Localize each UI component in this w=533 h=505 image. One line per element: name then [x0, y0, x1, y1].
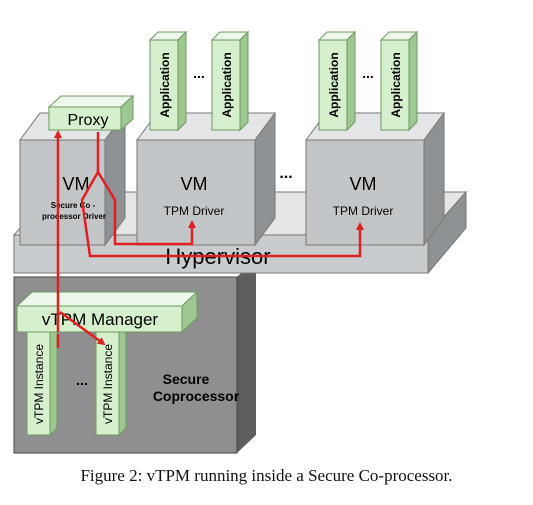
vm-ellipsis: ...	[279, 165, 292, 182]
secure-coprocessor-label-1: Secure	[163, 371, 210, 387]
application-3: Application	[317, 30, 357, 132]
vm-label-1: VM	[63, 174, 90, 194]
architecture-diagram: Secure Coprocessor Hypervisor VM Secure …	[12, 30, 468, 454]
arrow-proxy-to-tpm-driver-3	[80, 171, 364, 258]
vm-box-2: VM TPM Driver	[136, 111, 276, 247]
tpm-driver-label-2: TPM Driver	[164, 204, 225, 218]
vtpm-instance-1: vTPM Instance	[26, 323, 58, 437]
figure-caption: Figure 2: vTPM running inside a Secure C…	[80, 466, 453, 485]
tpm-driver-label-3: TPM Driver	[333, 204, 394, 218]
vtpm-manager: vTPM Manager	[15, 290, 199, 334]
proxy-label: Proxy	[68, 112, 109, 129]
application-label-3: Application	[327, 52, 341, 117]
vtpm-instance-label-1: vTPM Instance	[32, 344, 46, 424]
vm-box-1: VM Secure Co - processor Driver	[19, 111, 126, 247]
proxy-box: Proxy	[47, 94, 135, 132]
vtpm-instance-label-2: vTPM Instance	[101, 344, 115, 424]
application-label-4: Application	[389, 52, 403, 117]
vtpm-instance-2: vTPM Instance	[95, 323, 127, 437]
vm-label-3: VM	[350, 174, 377, 194]
arrow-manager-to-instance-2	[59, 310, 106, 346]
vtpm-instance-ellipsis: ...	[76, 372, 88, 388]
arrow-proxy-to-tpm-driver-2	[96, 132, 196, 246]
communication-arrows	[54, 130, 364, 348]
application-ellipsis-2: ...	[362, 65, 374, 81]
application-ellipsis-1: ...	[193, 65, 205, 81]
application-label-1: Application	[158, 52, 172, 117]
vm-label-2: VM	[181, 174, 208, 194]
vm-box-3: VM TPM Driver	[305, 111, 445, 247]
application-label-2: Application	[220, 52, 234, 117]
secure-coprocessor-label-2: Coprocessor	[153, 388, 240, 404]
application-1: Application	[148, 30, 188, 132]
vtpm-manager-label: vTPM Manager	[42, 310, 159, 329]
secure-coprocessor-driver-label-2: processor Driver	[42, 212, 106, 221]
application-2: Application	[210, 30, 250, 132]
secure-coprocessor-driver-label-1: Secure Co -	[51, 201, 96, 210]
application-4: Application	[379, 30, 419, 132]
